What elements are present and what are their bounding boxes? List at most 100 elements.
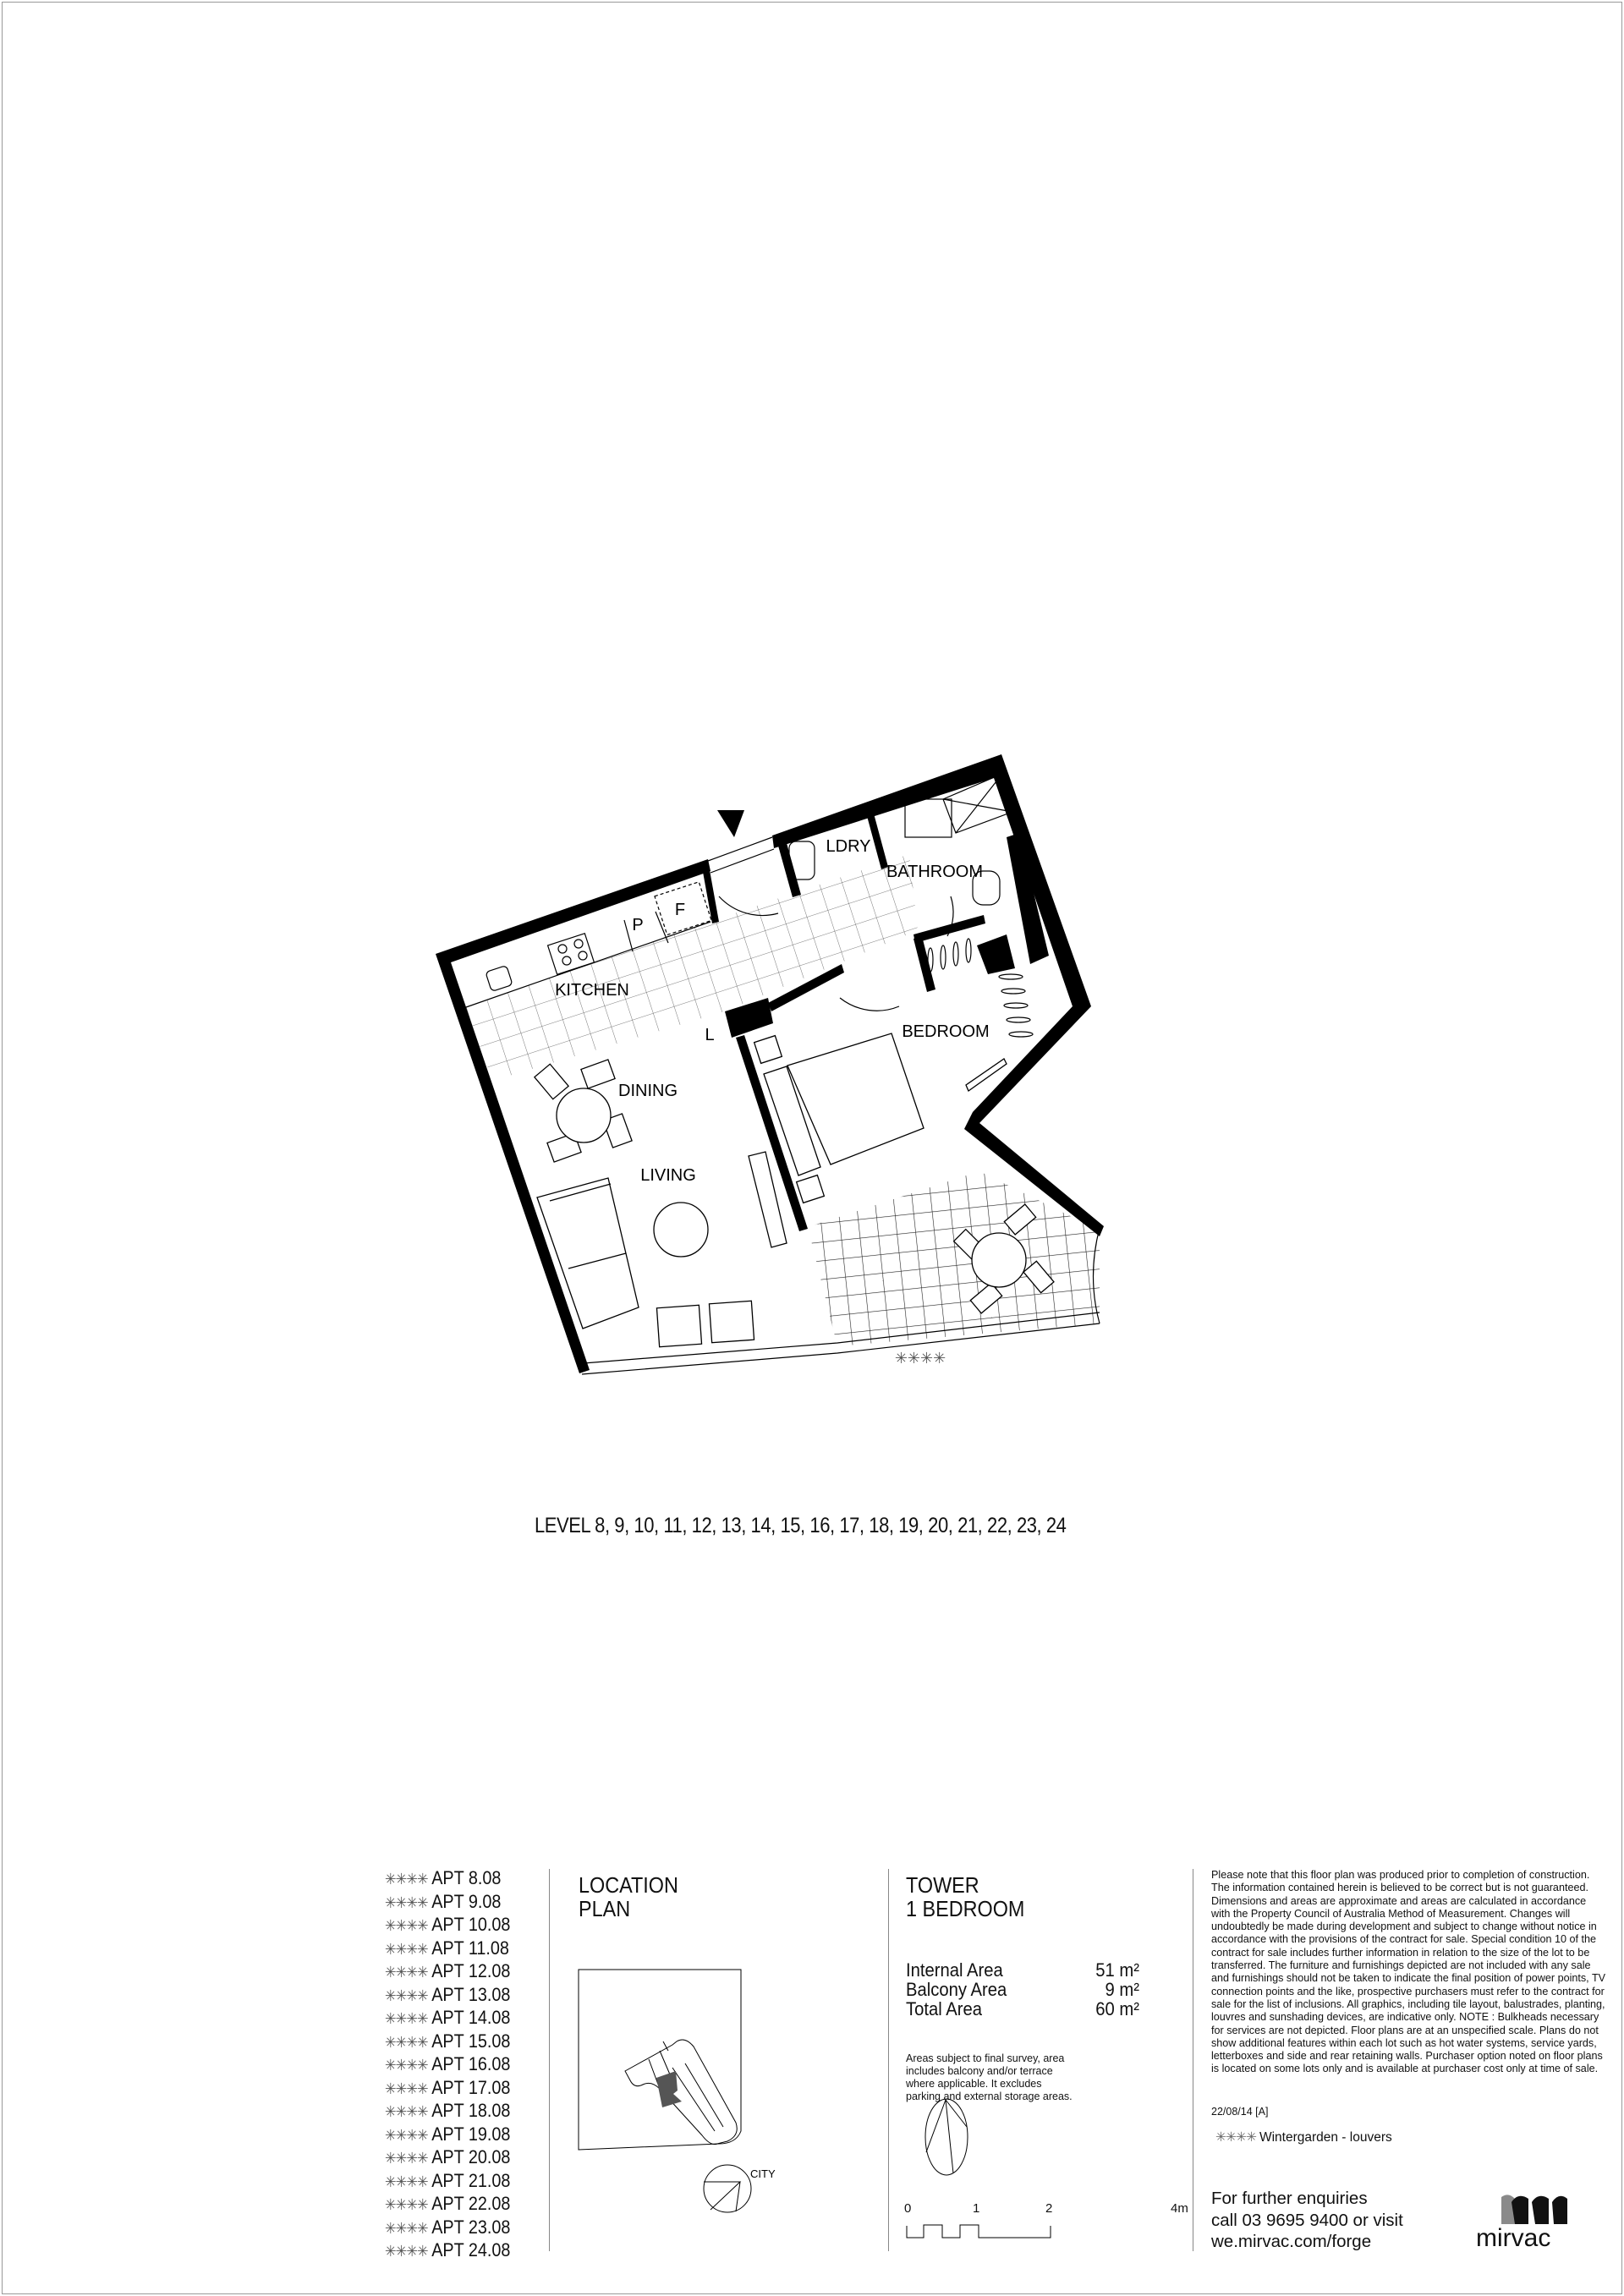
scale-label: 2 (1045, 2201, 1053, 2216)
apartment-list: ✳✳✳✳APT 8.08✳✳✳✳APT 9.08✳✳✳✳APT 10.08✳✳✳… (385, 1867, 510, 2263)
legend-label: Wintergarden - louvers (1259, 2130, 1392, 2145)
bathroom-fixtures (788, 773, 1034, 1038)
enquiries: For further enquiries call 03 9695 9400 … (1211, 2188, 1403, 2253)
divider (888, 1869, 889, 2251)
dining-set (533, 1059, 633, 1163)
shower-icon (942, 773, 1013, 834)
apartment-item: ✳✳✳✳APT 9.08 (385, 1891, 510, 1915)
kitchen-bench (465, 881, 954, 1011)
apartment-label: APT 12.08 (431, 1960, 511, 1981)
wintergarden-marker: ✳✳✳✳ (385, 1871, 429, 1888)
ottoman (708, 1300, 755, 1344)
wintergarden-marker: ✳✳✳✳ (385, 2033, 429, 2051)
apartment-label: APT 11.08 (431, 1937, 509, 1959)
apartment-item: ✳✳✳✳APT 24.08 (385, 2239, 510, 2263)
apartment-label: APT 17.08 (431, 2076, 511, 2098)
legend-marker: ✳✳✳✳ (1215, 2130, 1257, 2145)
disclaimer-text: Please note that this floor plan was pro… (1211, 1869, 1606, 2075)
apartment-label: APT 21.08 (431, 2169, 511, 2191)
wintergarden-marker: ✳✳✳✳ (385, 2080, 429, 2097)
unit-type-title: TOWER 1 BEDROOM (906, 1873, 1024, 1921)
room-label-living: LIVING (640, 1166, 696, 1185)
enquiries-website-link[interactable]: we.mirvac.com/forge (1211, 2232, 1372, 2251)
areas-note: Areas subject to final survey, area incl… (906, 2052, 1073, 2102)
levels-caption: LEVEL 8, 9, 10, 11, 12, 13, 14, 15, 16, … (535, 1514, 1067, 1537)
north-compass-icon (924, 2098, 968, 2176)
sofa (536, 1177, 639, 1329)
location-title-line1: LOCATION (579, 1872, 678, 1898)
area-row: Internal Area 51 m² (906, 1960, 1139, 1980)
apartment-item: ✳✳✳✳APT 15.08 (385, 2030, 510, 2054)
wintergarden-marker: ✳✳✳✳ (385, 2173, 429, 2190)
apartment-item: ✳✳✳✳APT 12.08 (385, 1960, 510, 1984)
apartment-item: ✳✳✳✳APT 17.08 (385, 2077, 510, 2101)
wintergarden-marker: ✳✳✳✳ (385, 1940, 429, 1958)
enquiries-phone[interactable]: call 03 9695 9400 or visit (1211, 2210, 1403, 2230)
apartment-item: ✳✳✳✳APT 10.08 (385, 1914, 510, 1937)
apartment-item: ✳✳✳✳APT 19.08 (385, 2123, 510, 2147)
ottoman (656, 1304, 703, 1348)
exterior-walls (436, 754, 1104, 1373)
fan-icon (965, 1058, 1007, 1092)
apartment-item: ✳✳✳✳APT 13.08 (385, 1984, 510, 2008)
apartment-label: APT 19.08 (431, 2123, 511, 2145)
wintergarden-marker: ✳✳✳✳ (385, 2243, 429, 2260)
area-row: Total Area 60 m² (906, 1999, 1139, 2019)
wintergarden-marker: ✳✳✳✳ (385, 1964, 429, 1981)
sink-icon (486, 966, 513, 991)
area-value: 51 m² (1095, 1959, 1139, 1981)
room-label-laundry: LDRY (826, 837, 871, 856)
vanity-icon (904, 798, 952, 838)
enquiries-line1: For further enquiries (1211, 2189, 1368, 2208)
mirvac-logo: mirvac (1476, 2195, 1567, 2249)
room-label-linen: L (705, 1026, 714, 1044)
area-value: 9 m² (1105, 1979, 1139, 2000)
location-title-line2: PLAN (579, 1896, 631, 1921)
tv-unit (748, 1151, 787, 1248)
apartment-label: APT 22.08 (431, 2193, 511, 2214)
apartment-label: APT 10.08 (431, 1914, 511, 1935)
balcony-dining-set (952, 1203, 1055, 1314)
unit-title-line2: 1 BEDROOM (906, 1896, 1025, 1921)
apartment-label: APT 23.08 (431, 2216, 511, 2238)
apartment-label: APT 15.08 (431, 2030, 511, 2052)
room-label-dining: DINING (618, 1082, 678, 1100)
apartment-item: ✳✳✳✳APT 16.08 (385, 2053, 510, 2077)
scale-bar (906, 2224, 1051, 2238)
area-value: 60 m² (1095, 1998, 1139, 2019)
laundry-tub-icon (788, 841, 815, 880)
apartment-item: ✳✳✳✳APT 21.08 (385, 2170, 510, 2194)
city-compass-label: CITY (750, 2167, 776, 2180)
logo-text: mirvac (1476, 2224, 1550, 2249)
location-plan-title: LOCATION PLAN (579, 1873, 678, 1921)
apartment-label: APT 20.08 (431, 2146, 511, 2167)
apartment-label: APT 8.08 (431, 1867, 502, 1888)
area-label: Internal Area (906, 1959, 1003, 1981)
wardrobe-hangers (927, 938, 1034, 1038)
entry-marker-icon (717, 810, 744, 837)
room-label-kitchen: KITCHEN (555, 981, 629, 1000)
window-line (581, 836, 1100, 1375)
kitchen-tiled-floor (466, 854, 918, 1081)
furniture (533, 1033, 1055, 1348)
wintergarden-marker: ✳✳✳✳ (385, 2196, 429, 2213)
scale-label: 4m (1171, 2201, 1188, 2216)
area-label: Total Area (906, 1998, 983, 2019)
location-plan-map: CITY (578, 1969, 776, 2213)
scale-label: 1 (973, 2201, 980, 2216)
apartment-item: ✳✳✳✳APT 20.08 (385, 2146, 510, 2170)
apartment-label: APT 13.08 (431, 1983, 511, 2005)
apartment-item: ✳✳✳✳APT 11.08 (385, 1937, 510, 1961)
room-label-bathroom: BATHROOM (886, 863, 983, 881)
room-label-fridge: F (675, 901, 685, 919)
apartment-item: ✳✳✳✳APT 23.08 (385, 2217, 510, 2240)
room-label-bedroom: BEDROOM (902, 1022, 989, 1041)
revision-date: 22/08/14 [A] (1211, 2106, 1269, 2118)
coffee-table (653, 1202, 709, 1258)
wintergarden-marker: ✳✳✳✳ (385, 2150, 429, 2167)
wintergarden-marker: ✳✳✳✳ (385, 2057, 429, 2074)
fridge-space (654, 881, 712, 936)
apartment-item: ✳✳✳✳APT 14.08 (385, 2007, 510, 2030)
